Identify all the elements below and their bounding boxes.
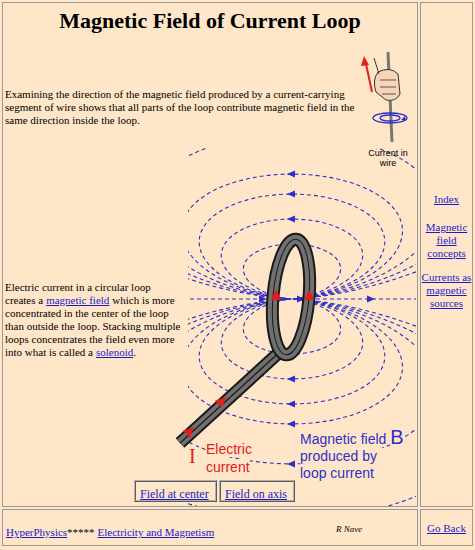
field-line	[188, 148, 416, 299]
text-block: Magnetic fieldBproduced by loop current	[300, 429, 430, 482]
field-line	[188, 148, 416, 299]
right-hand-icon	[361, 52, 407, 142]
inline-link: magnetic field	[46, 294, 109, 306]
text-block: Electric current	[206, 440, 276, 476]
field-arrow	[367, 296, 375, 303]
description-text: .	[133, 346, 136, 358]
link-button: Field at center	[134, 480, 217, 502]
wire	[180, 348, 284, 443]
link-text: Field at center	[140, 487, 209, 501]
current-loop	[268, 238, 314, 357]
field-arrow	[287, 461, 295, 468]
field-line	[188, 148, 416, 299]
footer-link: Electricity and Magnetism	[98, 526, 215, 538]
footer-panel: HyperPhysics*****Electricity and Magneti…	[2, 509, 418, 546]
field-arrow	[287, 171, 295, 178]
footer-link: HyperPhysics	[6, 526, 67, 538]
page-title: Magnetic Field of Current Loop	[3, 8, 417, 34]
field-label: Magnetic field	[300, 431, 386, 447]
inline-link: solenoid	[96, 346, 133, 358]
nav-link: Currents as magnetic sources	[421, 271, 472, 310]
field-arrow	[287, 376, 295, 383]
nav-link: Index	[421, 193, 472, 206]
current-arrow	[183, 289, 314, 438]
field-arrow	[259, 296, 267, 303]
field-label: produced by loop current	[300, 448, 392, 482]
rating-stars: *****	[67, 526, 95, 538]
side-panel: IndexMagnetic field conceptsCurrents as …	[420, 2, 473, 507]
text-block: Current in wire	[366, 148, 410, 168]
text-block: I	[189, 445, 203, 468]
field-symbol: B	[390, 426, 403, 448]
field-lines	[188, 148, 416, 506]
text-block: Electric current in a circular loop crea…	[5, 281, 183, 359]
footer-panel: Go Back	[420, 509, 473, 546]
description-text: Examining the direction of the magnetic …	[5, 88, 354, 126]
current-label: Electric current	[206, 441, 252, 475]
author-name: R Nave	[336, 524, 362, 534]
field-arrow	[287, 191, 295, 198]
nav-link: Go Back	[421, 522, 472, 535]
field-line	[243, 244, 340, 299]
nav-link: Magnetic field concepts	[421, 221, 472, 260]
link-text: Field on axis	[225, 487, 287, 501]
link-button: Field on axis	[219, 480, 295, 502]
icon-caption: Current in wire	[366, 148, 410, 168]
field-arrow	[287, 401, 295, 408]
current-symbol: I	[189, 445, 196, 467]
field-arrow	[287, 216, 295, 223]
text-block: Examining the direction of the magnetic …	[5, 88, 357, 127]
field-arrow	[287, 421, 295, 428]
